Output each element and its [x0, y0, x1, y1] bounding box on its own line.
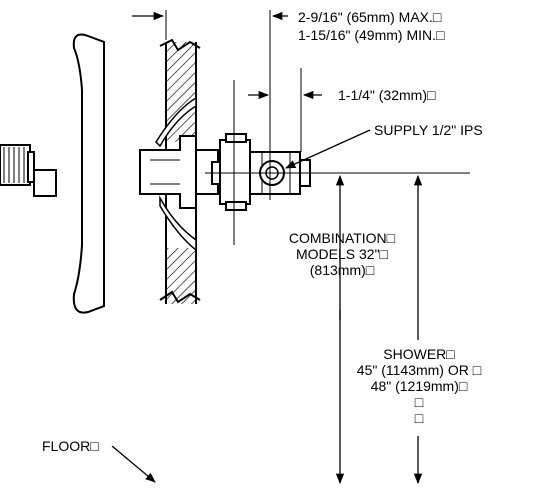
escutcheon-plate [72, 33, 105, 314]
shower-line-1: SHOWER□ [383, 346, 455, 362]
max-dimension-label: 2-9/16" (65mm) MAX.□ [298, 9, 442, 25]
extension-lines [165, 10, 302, 245]
shower-line-4: □ [414, 394, 424, 410]
height-dimension-lines [335, 174, 423, 485]
shower-line-5: □ [414, 410, 424, 426]
supply-leader [285, 129, 371, 169]
combination-models-label: COMBINATION□ MODELS 32"□ (813mm)□ [262, 230, 422, 278]
shower-line-3: 48" (1219mm)□ [370, 378, 468, 394]
combination-line-1: COMBINATION□ [288, 230, 396, 246]
min-dimension-label: 1-15/16" (49mm) MIN.□ [298, 27, 445, 43]
stub-dimension-label: 1-1/4" (32mm)□ [338, 87, 436, 103]
supply-label: SUPPLY 1/2" IPS [374, 122, 483, 138]
shower-line-2: 45" (1143mm) OR □ [356, 362, 482, 378]
floor-leader [111, 445, 156, 483]
combination-line-2: MODELS 32"□ [295, 246, 388, 262]
dimension-arrows [132, 11, 322, 100]
handle-stem [0, 144, 57, 197]
shower-label: SHOWER□ 45" (1143mm) OR □ 48" (1219mm)□ … [334, 346, 504, 426]
floor-label: FLOOR□ [42, 438, 99, 454]
combination-line-3: (813mm)□ [309, 262, 375, 278]
